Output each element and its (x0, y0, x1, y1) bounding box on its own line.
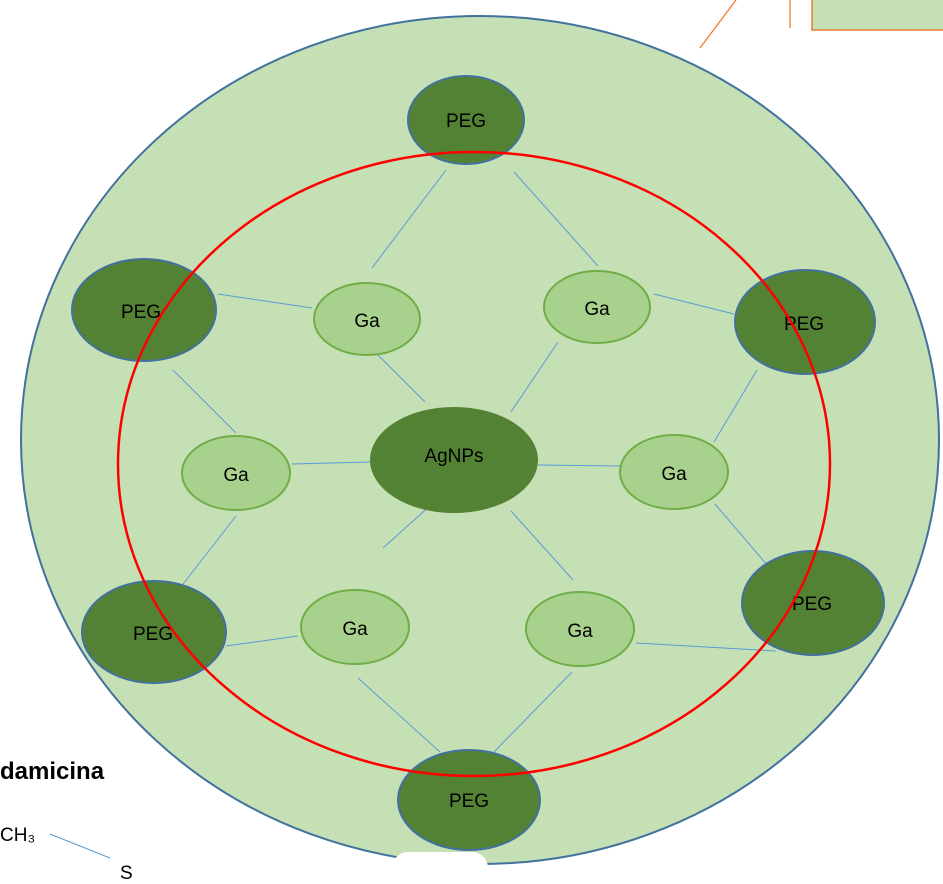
connector-line (493, 671, 573, 753)
connector-lines (172, 169, 777, 753)
connector-line (225, 635, 299, 647)
top-right-box (811, 0, 943, 31)
red-ring (116, 150, 832, 778)
ga-node: Ga (313, 282, 421, 356)
peg-label: PEG (133, 624, 173, 645)
peg-label: PEG (792, 594, 832, 615)
ga-label: Ga (342, 619, 368, 640)
ga-label: Ga (584, 299, 610, 320)
peg-label: PEG (446, 111, 486, 132)
connector-line (713, 369, 758, 443)
clindamicina-label: damicina (0, 758, 105, 785)
agnps-node: AgNPs (370, 407, 538, 513)
peg-node: PEG (397, 749, 541, 851)
connector-line (179, 515, 237, 589)
ch3-bond-line (49, 833, 111, 859)
ga-node: Ga (543, 270, 651, 344)
peg-label: PEG (784, 314, 824, 335)
connector-line (172, 369, 237, 434)
ga-label: Ga (661, 464, 687, 485)
connector-line (653, 293, 735, 315)
agnps-label: AgNPs (424, 446, 483, 467)
ga-label: Ga (223, 465, 249, 486)
connector-line (510, 341, 559, 413)
connector-line (217, 293, 313, 309)
connector-line (376, 353, 426, 403)
peg-label: PEG (449, 791, 489, 812)
connector-line (371, 169, 447, 269)
ga-label: Ga (567, 621, 593, 642)
connector-line (510, 510, 574, 581)
connector-line (357, 677, 441, 753)
ga-node: Ga (300, 589, 410, 665)
peg-node: PEG (407, 75, 525, 165)
ga-node: Ga (525, 591, 635, 667)
ga-label: Ga (354, 311, 380, 332)
connector-line (714, 503, 769, 567)
ga-node: Ga (619, 434, 729, 510)
bottom-patch (392, 852, 488, 877)
connector-line (635, 642, 777, 652)
ga-node: Ga (181, 435, 291, 511)
connector-line (513, 171, 599, 267)
peg-node: PEG (741, 550, 885, 656)
connector-line (537, 464, 621, 467)
top-connector-line (699, 0, 737, 49)
ch3-label: CH₃ (0, 825, 36, 846)
s-label: S (120, 863, 133, 884)
peg-node: PEG (71, 258, 217, 362)
connector-line (291, 461, 371, 465)
peg-node: PEG (81, 580, 227, 684)
peg-node: PEG (734, 269, 876, 375)
peg-label: PEG (121, 302, 161, 323)
